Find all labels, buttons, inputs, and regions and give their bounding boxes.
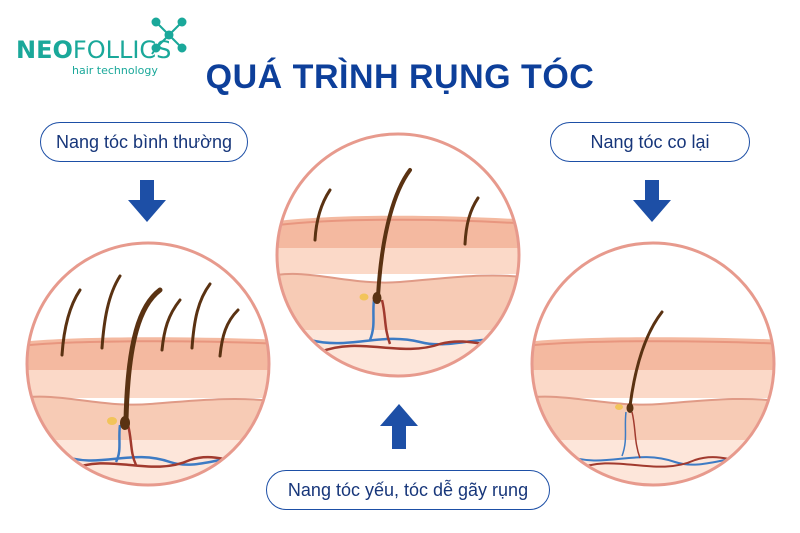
arrow-down-icon [633,180,671,222]
logo-brand-bold: NEO [16,36,73,64]
arrow-up-icon [380,404,418,449]
logo-tagline: hair technology [72,64,158,77]
neofollics-logo: NEOFOLLICS hair technology [14,14,194,84]
stage-label-normal: Nang tóc bình thường [40,122,248,162]
follicle-weak-illustration [275,132,521,378]
follicle-shrunk-illustration [530,241,776,487]
arrow-down-icon [128,180,166,222]
page-title: QUÁ TRÌNH RỤNG TÓC [205,58,595,96]
follicle-normal-illustration [25,241,271,487]
molecule-icon [151,17,187,55]
stage-label-shrunk: Nang tóc co lại [550,122,750,162]
stage-label-weak: Nang tóc yếu, tóc dễ gãy rụng [266,470,550,510]
